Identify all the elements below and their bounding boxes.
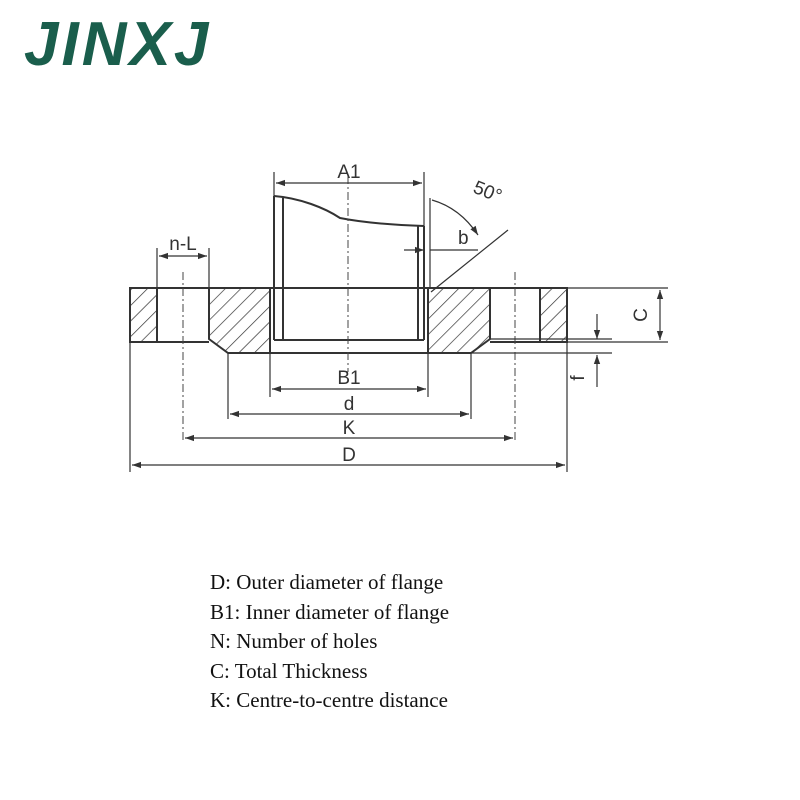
label-a1: A1 xyxy=(337,162,360,183)
label-d: D xyxy=(342,445,356,466)
legend-item: N: Number of holes xyxy=(210,629,378,653)
label-f: f xyxy=(568,375,589,381)
dim-arc-angle xyxy=(431,199,479,236)
dimension-labels: A1 50° b n-L C f B1 d K D xyxy=(169,162,652,466)
extension-lines xyxy=(129,172,668,472)
legend-item: B1: Inner diameter of flange xyxy=(210,599,450,624)
label-c: C xyxy=(631,308,652,322)
brand-logo: JINXJ xyxy=(24,10,212,79)
label-b1: B1 xyxy=(337,368,360,389)
label-b: b xyxy=(458,228,469,249)
legend: D: Outer diameter of flange B1: Inner di… xyxy=(210,568,449,716)
label-k: K xyxy=(343,418,356,439)
label-angle: 50° xyxy=(470,177,505,207)
legend-item: C: Total Thickness xyxy=(210,658,368,683)
label-d-small: d xyxy=(344,394,355,415)
legend-item: D: Outer diameter of flange xyxy=(210,570,444,594)
legend-item: K: Centre-to-centre distance xyxy=(210,688,448,712)
center-lines xyxy=(182,176,516,442)
dimension-lines xyxy=(132,179,664,469)
label-nl: n-L xyxy=(169,234,196,255)
